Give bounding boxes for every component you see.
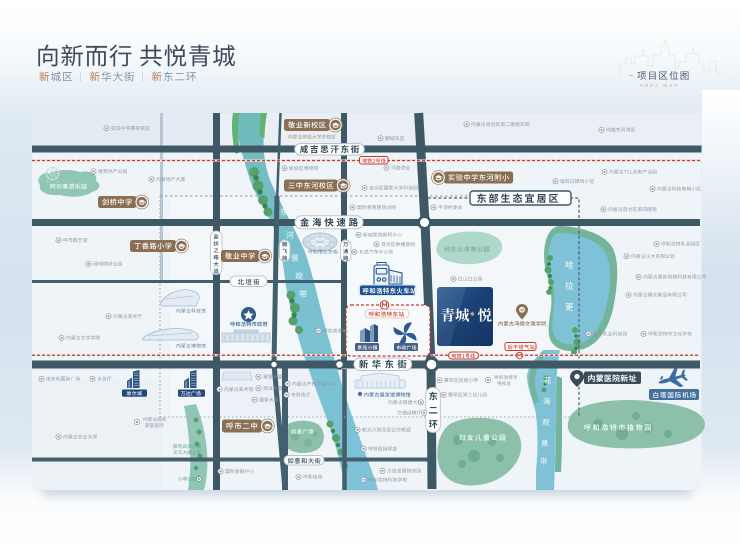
svg-text:AREA MAP: AREA MAP	[640, 83, 680, 89]
